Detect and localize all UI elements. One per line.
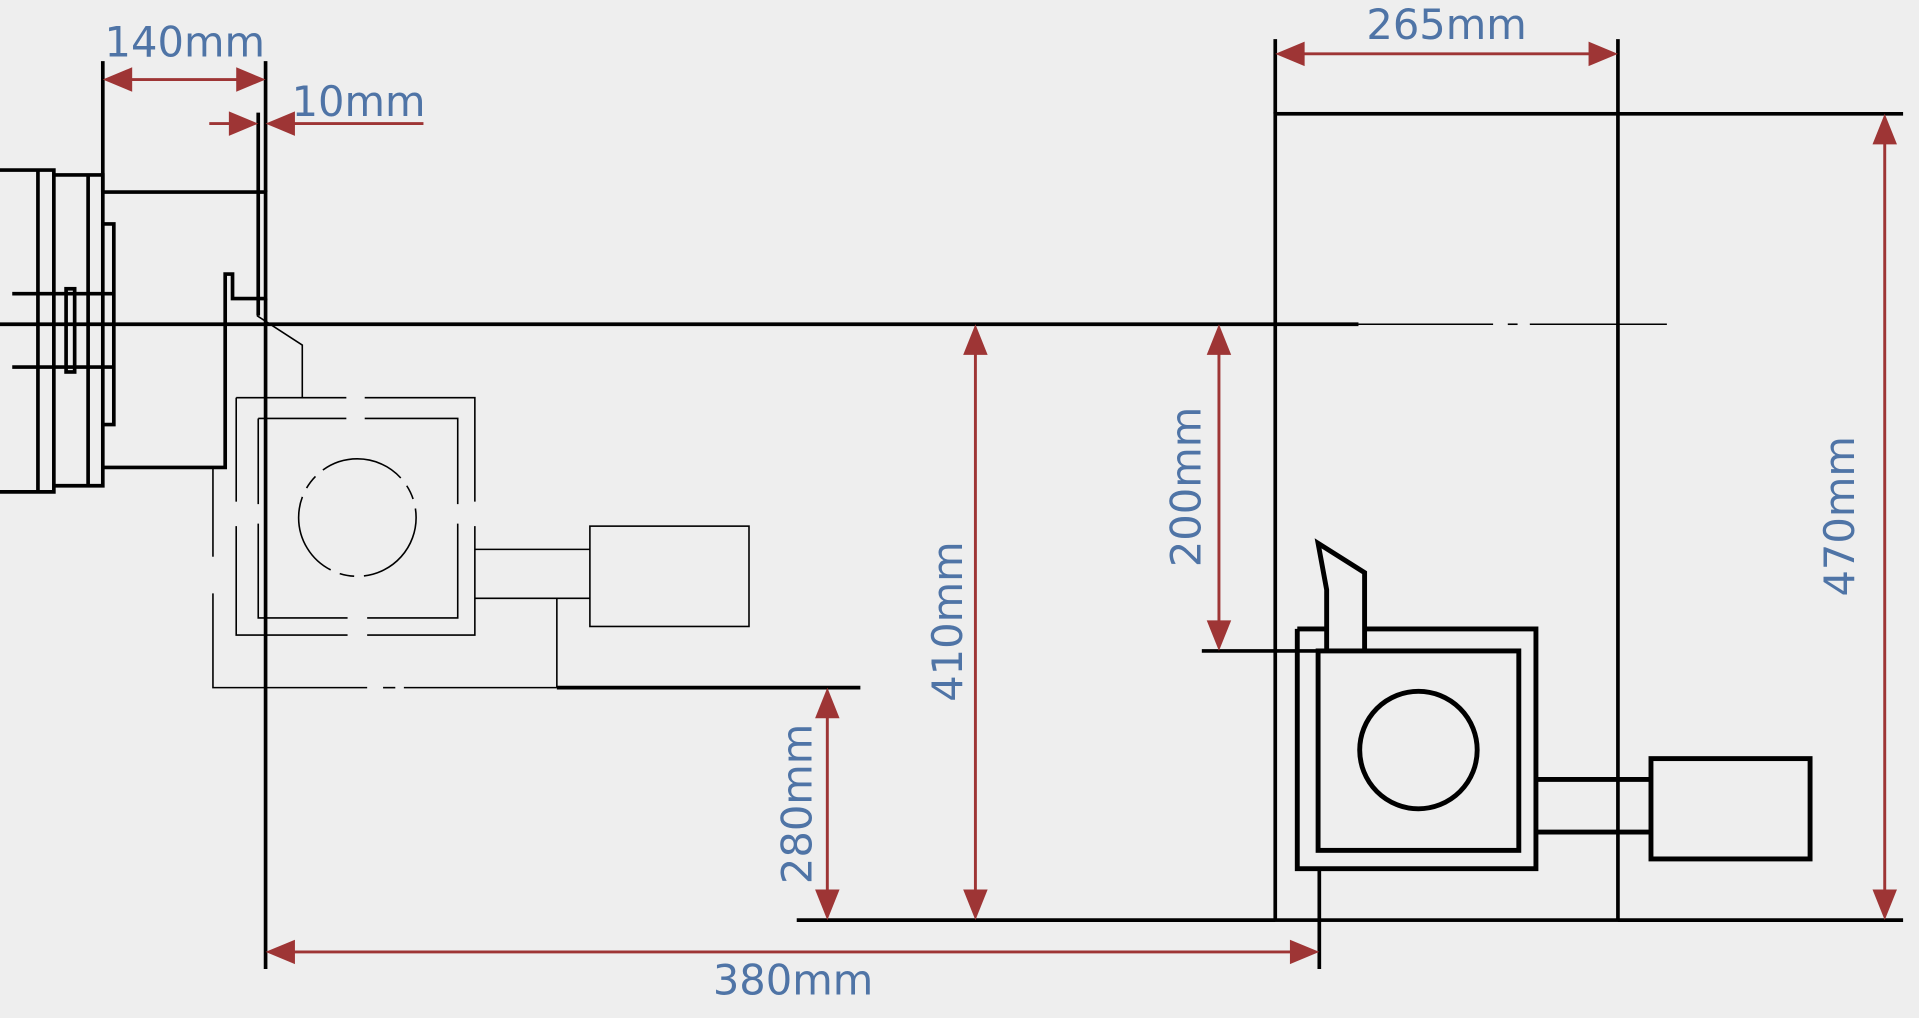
dimension-10: 10mm (209, 77, 426, 136)
left-assembly (0, 61, 1667, 970)
dimension-265: 265mm (1275, 0, 1618, 67)
dimension-140: 140mm (102, 17, 266, 92)
label-10mm: 10mm (292, 77, 426, 126)
dimension-410: 410mm (923, 324, 988, 921)
label-200mm: 200mm (1162, 407, 1211, 567)
label-265mm: 265mm (1366, 0, 1526, 49)
label-380mm: 380mm (713, 956, 873, 1005)
label-470mm: 470mm (1815, 436, 1864, 596)
right-assembly (796, 39, 1904, 970)
dimension-280: 280mm (772, 687, 840, 921)
dimension-200: 200mm (1162, 324, 1232, 651)
label-410mm: 410mm (923, 541, 972, 701)
dimension-380: 380mm (265, 939, 1320, 1005)
label-280mm: 280mm (772, 724, 821, 884)
dimension-470: 470mm (1815, 113, 1897, 921)
label-140mm: 140mm (105, 17, 265, 66)
